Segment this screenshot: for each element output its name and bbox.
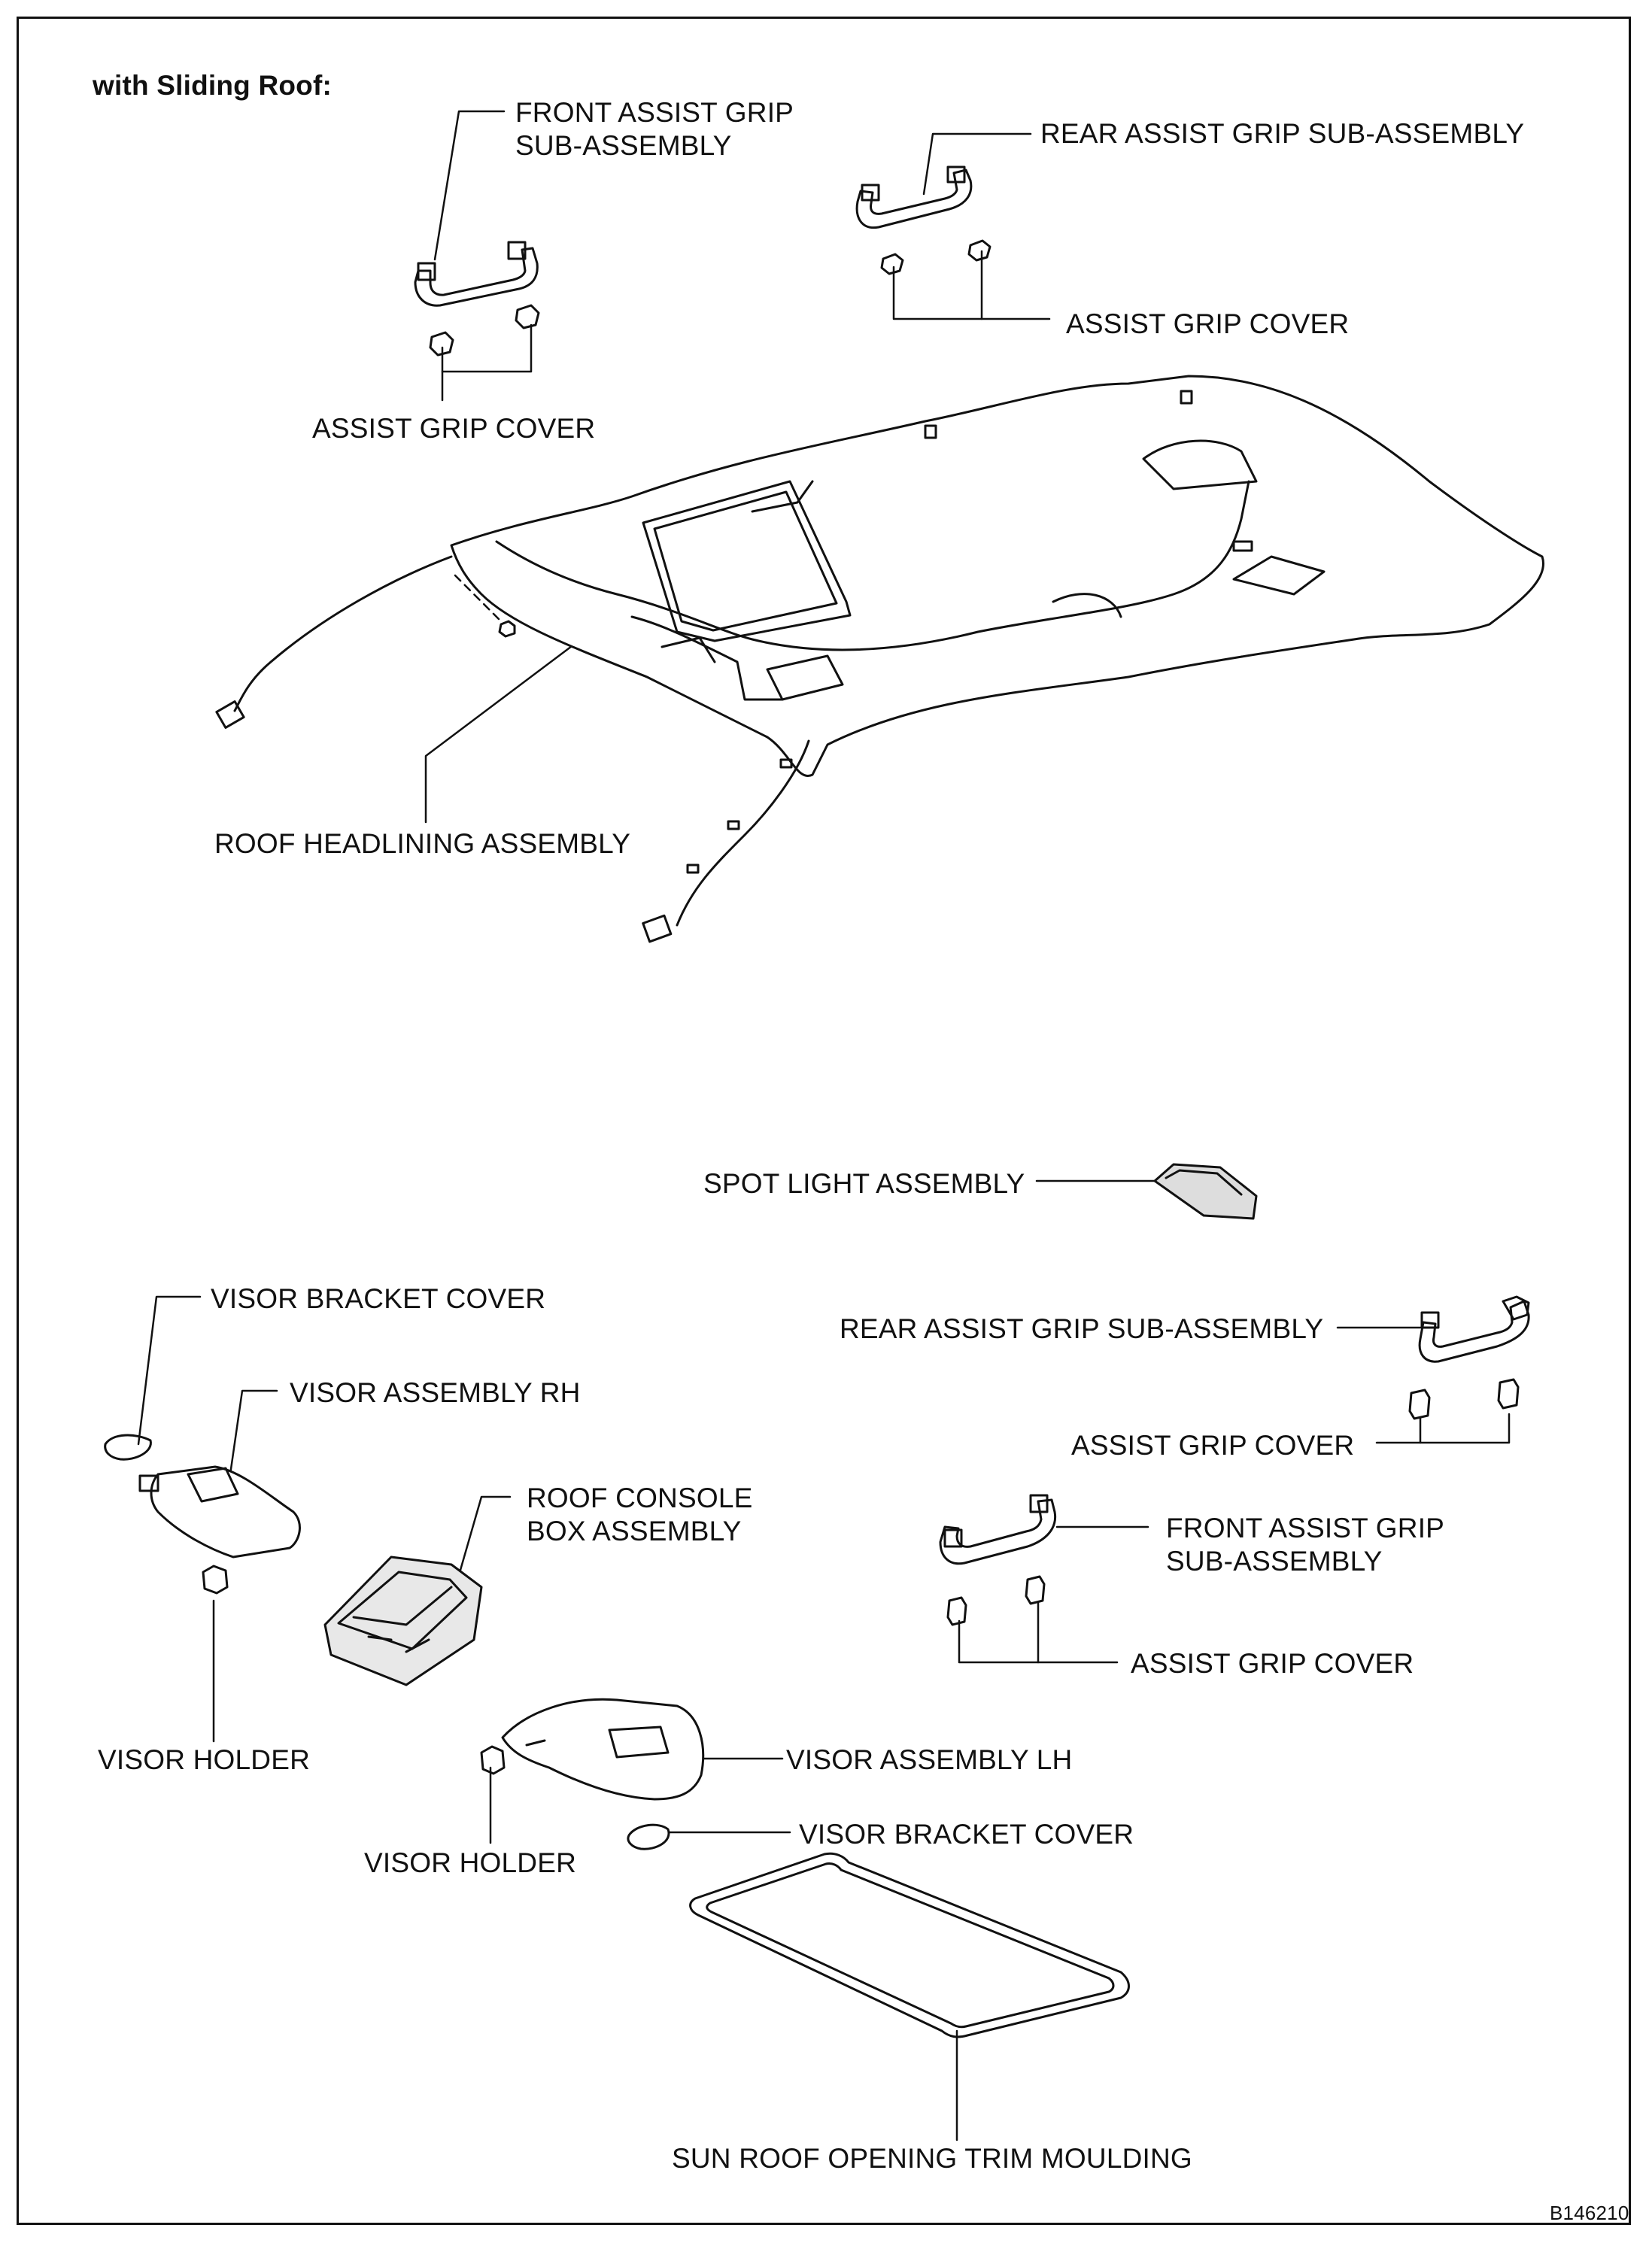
- label-roof-console-box: ROOF CONSOLE BOX ASSEMBLY: [527, 1482, 753, 1548]
- label-assist-grip-cover-top-right: ASSIST GRIP COVER: [1066, 308, 1350, 339]
- roof-console-box-part: [323, 1556, 483, 1686]
- visor-holder-lh-part: [480, 1745, 506, 1775]
- sun-roof-trim-part: [689, 1852, 1130, 2038]
- label-visor-holder-rh: VISOR HOLDER: [98, 1744, 311, 1775]
- visor-bracket-cover-lh-part: [627, 1823, 670, 1850]
- visor-assembly-lh-part: [501, 1698, 705, 1801]
- label-visor-assembly-lh: VISOR ASSEMBLY LH: [786, 1744, 1073, 1775]
- label-front-assist-grip-bottom: FRONT ASSIST GRIP SUB-ASSEMBLY: [1166, 1512, 1444, 1578]
- label-spot-light: SPOT LIGHT ASSEMBLY: [703, 1168, 1025, 1199]
- label-line: SUB-ASSEMBLY: [1166, 1546, 1383, 1577]
- front-assist-grip-top-part: [414, 241, 539, 307]
- label-assist-grip-cover-mid: ASSIST GRIP COVER: [1071, 1430, 1355, 1461]
- assist-grip-cover-bottom-part: [946, 1575, 1046, 1626]
- assist-grip-cover-top-right-part: [880, 239, 992, 275]
- label-visor-holder-lh: VISOR HOLDER: [364, 1847, 577, 1878]
- label-assist-grip-cover-bottom: ASSIST GRIP COVER: [1131, 1648, 1414, 1679]
- page-title: with Sliding Roof:: [93, 70, 333, 101]
- label-line: FRONT ASSIST GRIP: [1166, 1513, 1445, 1543]
- visor-assembly-rh-part: [138, 1465, 301, 1559]
- label-line: SUB-ASSEMBLY: [515, 130, 732, 161]
- label-assist-grip-cover-top-left: ASSIST GRIP COVER: [312, 413, 596, 444]
- label-front-assist-grip-top: FRONT ASSIST GRIP SUB-ASSEMBLY: [515, 96, 794, 162]
- rear-assist-grip-top-part: [855, 165, 973, 229]
- figure-code: B146210: [1550, 2202, 1629, 2224]
- diagram-frame: [17, 17, 1631, 2225]
- roof-headlining-part: [215, 375, 1544, 943]
- label-line: FRONT ASSIST GRIP: [515, 97, 794, 128]
- label-sun-roof-trim: SUN ROOF OPENING TRIM MOULDING: [672, 2143, 1192, 2174]
- assist-grip-cover-top-left-part: [429, 304, 540, 357]
- label-line: BOX ASSEMBLY: [527, 1516, 742, 1546]
- visor-holder-rh-part: [202, 1565, 229, 1595]
- label-visor-bracket-cover-lh: VISOR BRACKET COVER: [799, 1819, 1134, 1850]
- rear-assist-grip-bottom-part: [1418, 1295, 1530, 1363]
- front-assist-grip-bottom-part: [939, 1494, 1057, 1565]
- label-visor-assembly-rh: VISOR ASSEMBLY RH: [290, 1377, 581, 1408]
- assist-grip-cover-mid-part: [1408, 1378, 1520, 1420]
- spot-light-part: [1153, 1163, 1258, 1220]
- visor-bracket-cover-rh-part: [104, 1434, 152, 1461]
- label-visor-bracket-cover-rh: VISOR BRACKET COVER: [211, 1283, 546, 1314]
- label-roof-headlining: ROOF HEADLINING ASSEMBLY: [214, 828, 631, 859]
- label-line: ROOF CONSOLE: [527, 1483, 753, 1513]
- label-rear-assist-grip-bottom: REAR ASSIST GRIP SUB-ASSEMBLY: [840, 1313, 1324, 1344]
- label-rear-assist-grip-top: REAR ASSIST GRIP SUB-ASSEMBLY: [1040, 118, 1525, 149]
- leader-lines: [137, 110, 1511, 2141]
